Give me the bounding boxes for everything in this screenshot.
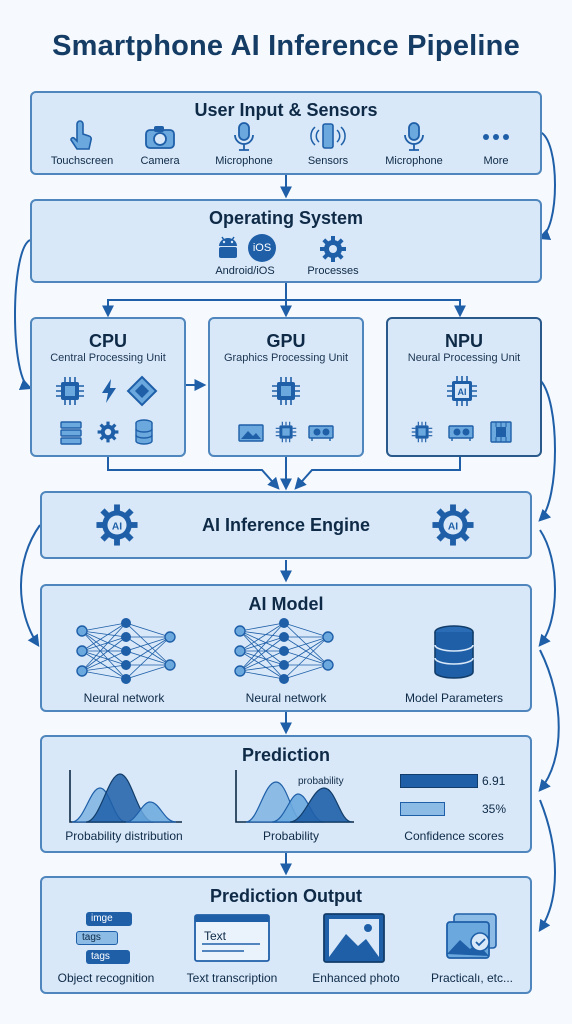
- object-tag-1: imge: [86, 912, 132, 926]
- output-item-practical-etc: Practicalı, etc...: [430, 971, 514, 985]
- input-sensors-box: User Input & Sensors: [30, 91, 542, 175]
- gpu-heading: GPU: [266, 331, 306, 351]
- server-icon: [60, 421, 82, 445]
- cpu-heading: CPU: [88, 331, 127, 351]
- input-item-microphone: Microphone: [215, 155, 273, 167]
- more-dots-icon: [483, 134, 509, 140]
- microphone-icon: [234, 122, 254, 151]
- probability-chart-icon: [235, 770, 354, 823]
- output-item-text-transcription: Text transcription: [186, 971, 278, 985]
- prediction-output-heading: Prediction Output: [210, 886, 362, 906]
- output-item-object-recognition: Object recognition: [57, 971, 155, 985]
- object-tag-2-text: tags: [82, 932, 101, 943]
- object-tag-2: tags: [76, 931, 118, 945]
- chip-icon: [411, 421, 433, 443]
- prediction-item-distribution: Probability distribution: [65, 829, 183, 843]
- touch-icon: [70, 120, 92, 150]
- confidence-score-1: 6.91: [482, 774, 506, 788]
- probability-chart-label: probability: [298, 776, 344, 787]
- ai-chip-icon: AI: [447, 376, 477, 406]
- diamond-chip-icon: [126, 375, 158, 407]
- model-item-parameters: Model Parameters: [404, 691, 504, 705]
- prediction-heading: Prediction: [241, 745, 330, 765]
- object-tag-1-text: imge: [91, 913, 113, 924]
- os-item-processes: Processes: [307, 265, 359, 277]
- ai-gear-icon: AI: [432, 504, 474, 546]
- npu-heading: NPU: [444, 331, 483, 351]
- object-tag-3: tags: [86, 950, 130, 964]
- object-tag-3-text: tags: [91, 951, 110, 962]
- gear-icon: [97, 421, 119, 443]
- input-item-touchscreen: Touchscreen: [50, 155, 114, 167]
- database-icon: [434, 625, 474, 679]
- page-title: Smartphone AI Inference Pipeline: [52, 30, 520, 62]
- inference-engine-heading: AI Inference Engine: [201, 515, 371, 535]
- operating-system-heading: Operating System: [208, 208, 364, 228]
- engine-gear-label-right: AI: [448, 521, 458, 532]
- graphics-card-icon: [308, 425, 334, 441]
- sensors-icon: [310, 123, 346, 149]
- input-item-microphone-2: Microphone: [385, 155, 443, 167]
- confidence-score-2: 35%: [482, 802, 507, 816]
- model-item-neural-network-2: Neural network: [245, 691, 327, 705]
- os-item-android-ios: Android/iOS: [215, 265, 275, 277]
- confidence-bar-2: [400, 802, 445, 816]
- npu-subtitle: Neural Processing Unit: [407, 352, 521, 364]
- input-sensors-heading: User Input & Sensors: [194, 100, 378, 120]
- graphics-card-icon: [448, 425, 474, 441]
- chip-icon: [56, 377, 84, 405]
- distribution-chart-icon: [69, 770, 182, 823]
- cpu-subtitle: Central Processing Unit: [50, 352, 166, 364]
- document-text-label: Text: [204, 929, 227, 943]
- input-item-sensors: Sensors: [307, 155, 349, 167]
- engine-gear-label-left: AI: [112, 521, 122, 532]
- prediction-item-confidence: Confidence scores: [404, 829, 504, 843]
- npu-chip-label: AI: [458, 387, 467, 397]
- camera-icon: [145, 126, 175, 149]
- model-item-neural-network-1: Neural network: [83, 691, 165, 705]
- operating-system-box: Operating System: [30, 199, 542, 283]
- photo-icon: [323, 913, 385, 963]
- image-card-icon: [238, 424, 264, 442]
- database-icon: [135, 419, 153, 445]
- document-window-icon: [194, 914, 270, 962]
- processor-die-icon: [490, 421, 512, 443]
- gpu-subtitle: Graphics Processing Unit: [223, 352, 349, 364]
- ai-gear-icon: AI: [96, 504, 138, 546]
- chip-icon: [275, 421, 297, 443]
- ai-model-heading: AI Model: [248, 594, 324, 614]
- lightning-icon: [102, 379, 116, 403]
- gallery-check-icon: [446, 913, 497, 959]
- neural-network-icon: [76, 618, 176, 684]
- microphone-icon: [404, 122, 424, 151]
- gear-icon: [320, 236, 346, 262]
- ios-badge: iOS: [248, 234, 276, 262]
- input-item-more: More: [483, 155, 509, 167]
- output-item-enhanced-photo: Enhanced photo: [312, 971, 400, 985]
- chip-icon: [272, 377, 300, 405]
- input-item-camera: Camera: [140, 155, 180, 167]
- android-icon: [219, 236, 237, 258]
- neural-network-icon: [234, 618, 334, 684]
- confidence-bar-1: [400, 774, 478, 788]
- prediction-item-probability: Probability: [262, 829, 320, 843]
